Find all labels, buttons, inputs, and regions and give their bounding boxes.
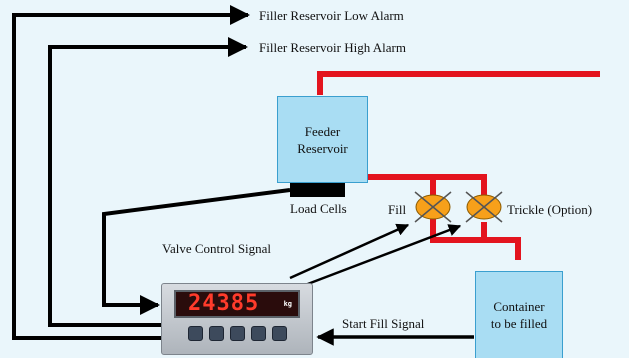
container-label-line1: Container	[493, 299, 545, 314]
weight-display: 24385 kg	[174, 290, 300, 318]
load-cells-label: Load Cells	[290, 201, 347, 216]
container: Container to be filled	[475, 271, 563, 358]
valve-control-fill-line	[289, 223, 410, 280]
fill-label: Fill	[388, 202, 407, 217]
start-fill-label: Start Fill Signal	[342, 316, 425, 331]
weight-controller: 24385 kg	[161, 283, 313, 355]
weight-unit: kg	[283, 300, 292, 308]
feeder-label-line1: Feeder	[304, 123, 341, 139]
controller-key	[230, 326, 245, 341]
feeder-label-line2: Reservoir	[297, 140, 348, 156]
controller-key	[251, 326, 266, 341]
load-cell-block	[290, 183, 345, 197]
container-label-line2: to be filled	[490, 316, 548, 331]
valve-control-trickle-line	[291, 224, 462, 292]
high-alarm-line	[48, 37, 248, 327]
trickle-valve	[465, 191, 503, 223]
weight-readout: 24385	[188, 291, 260, 316]
low-alarm-label: Filler Reservoir Low Alarm	[259, 8, 404, 23]
controller-key	[209, 326, 224, 341]
controller-key	[188, 326, 203, 341]
trickle-label: Trickle (Option)	[507, 202, 593, 217]
controller-key	[272, 326, 287, 341]
fill-valve	[414, 191, 452, 223]
controller-keypad	[188, 326, 287, 341]
top-supply-pipe	[317, 71, 600, 95]
feeder-reservoir: Feeder Reservoir	[277, 96, 368, 183]
load-cell-signal-line	[102, 188, 291, 315]
low-alarm-line	[12, 5, 250, 340]
high-alarm-label: Filler Reservoir High Alarm	[259, 40, 406, 55]
valve-control-label: Valve Control Signal	[162, 241, 272, 256]
